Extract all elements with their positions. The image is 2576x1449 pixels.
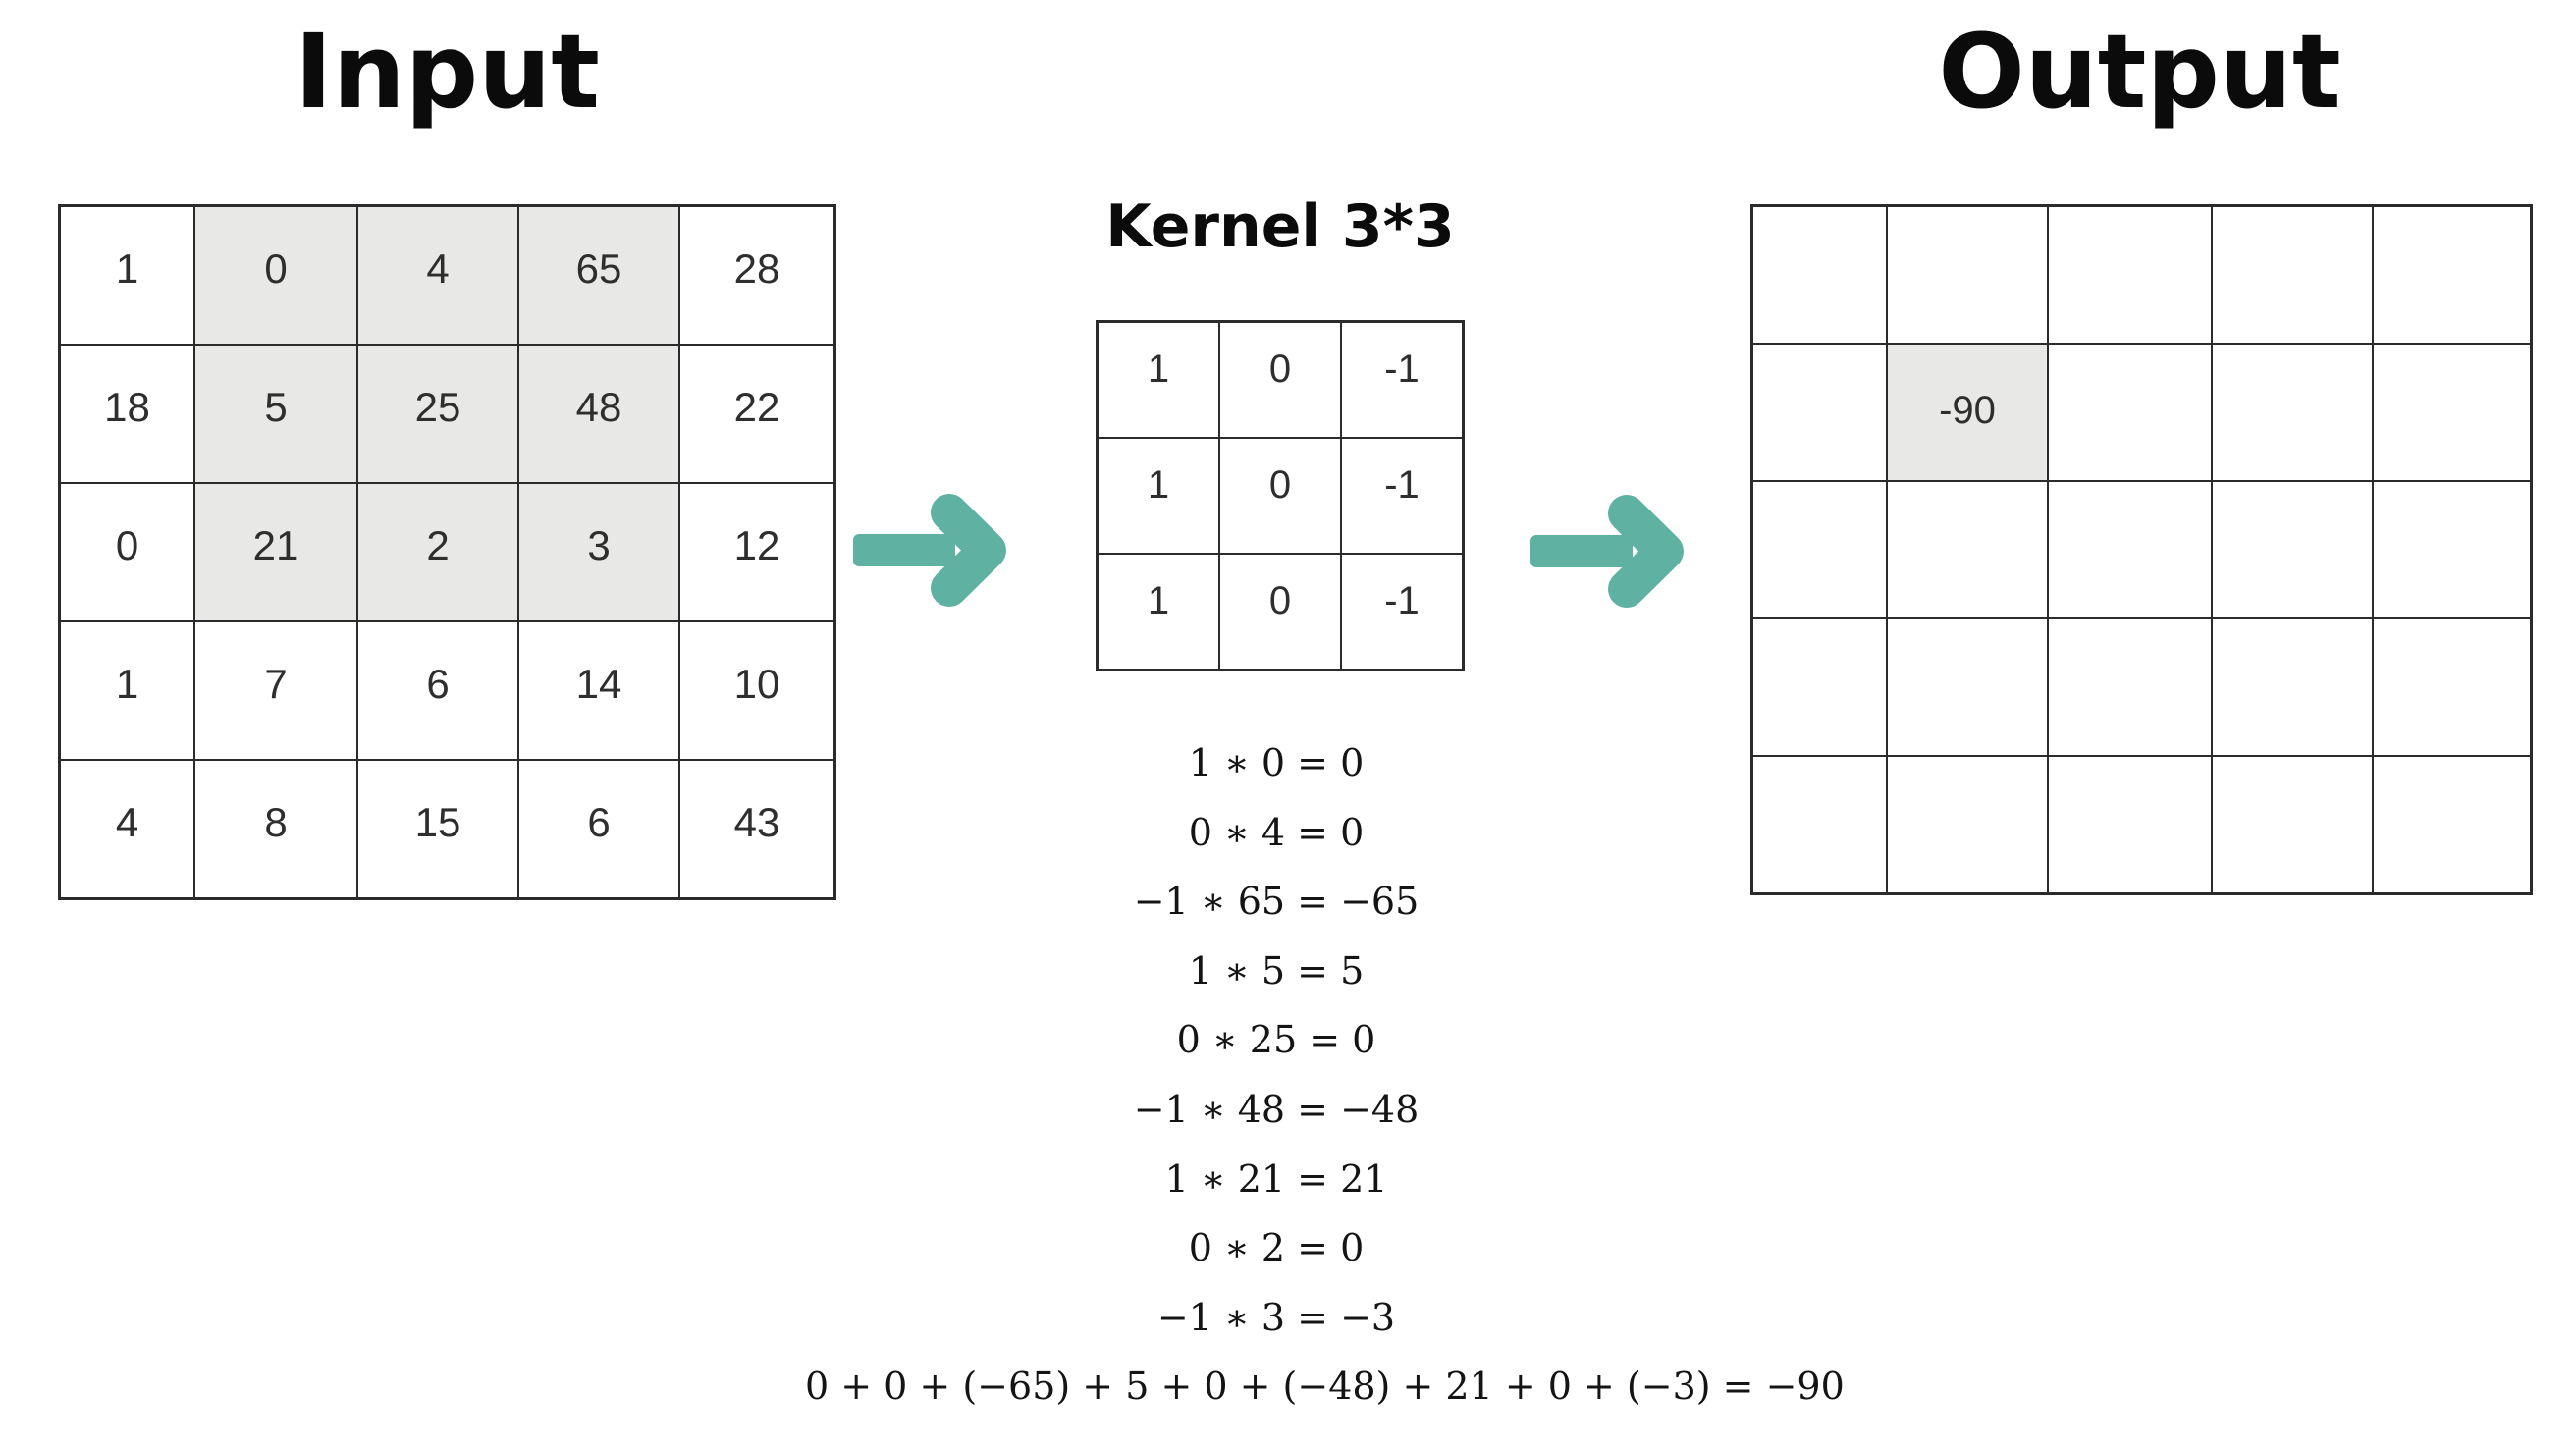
grid-cell: 0	[1219, 322, 1341, 438]
input-title: Input	[295, 12, 600, 132]
grid-cell	[1887, 481, 2048, 618]
grid-cell: 1	[1098, 322, 1219, 438]
grid-cell: 1	[1098, 554, 1219, 670]
arrow-right-icon	[1530, 495, 1684, 608]
output-grid: -90	[1750, 204, 2533, 895]
equation-line: −1 ∗ 3 = −3	[1156, 1295, 1396, 1339]
grid-cell	[2048, 206, 2212, 344]
grid-cell	[1887, 206, 2048, 344]
grid-cell: 7	[194, 621, 357, 760]
grid-cell: 28	[679, 206, 834, 345]
grid-cell: 0	[1219, 438, 1341, 554]
grid-cell: 10	[679, 621, 834, 760]
grid-cell: -1	[1341, 554, 1463, 670]
equation-line: 0 ∗ 25 = 0	[1176, 1018, 1376, 1062]
grid-cell: 1	[60, 206, 194, 345]
grid-cell: 43	[679, 760, 834, 898]
grid-cell: 4	[60, 760, 194, 898]
grid-cell	[2212, 206, 2373, 344]
grid-cell	[2212, 618, 2373, 756]
grid-cell: 6	[357, 621, 518, 760]
grid-cell	[2212, 481, 2373, 618]
grid-cell	[2373, 756, 2531, 893]
grid-cell: -1	[1341, 438, 1463, 554]
equation-line: 1 ∗ 0 = 0	[1188, 741, 1365, 784]
grid-cell	[2373, 206, 2531, 344]
grid-cell: -1	[1341, 322, 1463, 438]
grid-cell	[2373, 344, 2531, 481]
grid-cell: 5	[194, 345, 357, 483]
grid-cell	[2048, 756, 2212, 893]
grid-cell: 22	[679, 345, 834, 483]
equation-line: −1 ∗ 48 = −48	[1133, 1087, 1420, 1131]
grid-cell: 14	[518, 621, 679, 760]
arrow-right-icon	[853, 494, 1006, 607]
grid-cell	[2048, 481, 2212, 618]
equation-line: 0 ∗ 4 = 0	[1188, 810, 1365, 854]
grid-cell: 12	[679, 483, 834, 621]
grid-cell: 65	[518, 206, 679, 345]
kernel-title: Kernel 3*3	[1105, 192, 1455, 261]
grid-cell: 0	[194, 206, 357, 345]
grid-cell: 0	[60, 483, 194, 621]
equation-line: −1 ∗ 65 = −65	[1133, 880, 1420, 924]
grid-cell	[1752, 206, 1887, 344]
output-title: Output	[1938, 12, 2341, 132]
grid-cell	[1752, 756, 1887, 893]
grid-cell	[1752, 618, 1887, 756]
grid-cell: 18	[60, 345, 194, 483]
grid-cell: 8	[194, 760, 357, 898]
equation-line: 0 ∗ 2 = 0	[1188, 1226, 1365, 1270]
grid-cell	[2048, 618, 2212, 756]
grid-cell: 1	[60, 621, 194, 760]
grid-cell	[2373, 481, 2531, 618]
grid-cell: 1	[1098, 438, 1219, 554]
grid-cell: 48	[518, 345, 679, 483]
grid-cell	[1752, 344, 1887, 481]
equations-list: 1 ∗ 0 = 0 0 ∗ 4 = 0 −1 ∗ 65 = −65 1 ∗ 5 = 5…	[805, 728, 1845, 1422]
grid-cell: 3	[518, 483, 679, 621]
grid-cell: -90	[1887, 344, 2048, 481]
grid-cell: 25	[357, 345, 518, 483]
equation-line: 1 ∗ 5 = 5	[1188, 948, 1365, 993]
grid-cell	[2212, 344, 2373, 481]
grid-cell: 0	[1219, 554, 1341, 670]
equation-line: 0 + 0 + (−65) + 5 + 0 + (−48) + 21 + 0 +…	[805, 1365, 1845, 1409]
grid-cell	[2212, 756, 2373, 893]
grid-cell	[1887, 618, 2048, 756]
grid-cell: 4	[357, 206, 518, 345]
grid-cell	[2048, 344, 2212, 481]
grid-cell	[2373, 618, 2531, 756]
equation-line: 1 ∗ 21 = 21	[1164, 1156, 1388, 1201]
grid-cell: 21	[194, 483, 357, 621]
grid-cell	[1752, 481, 1887, 618]
grid-cell: 2	[357, 483, 518, 621]
grid-cell	[1887, 756, 2048, 893]
grid-cell: 6	[518, 760, 679, 898]
grid-cell: 15	[357, 760, 518, 898]
